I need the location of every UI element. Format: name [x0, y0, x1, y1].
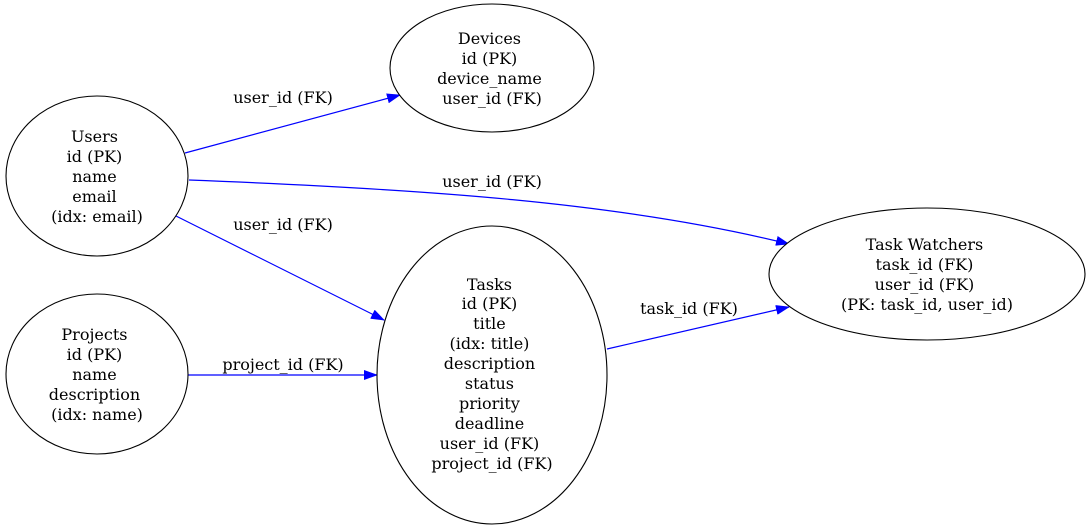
node-label: Task Watchers task_id (FK) user_id (FK) … [841, 235, 1013, 314]
edge-label: task_id (FK) [640, 299, 738, 318]
node-line: (PK: task_id, user_id) [841, 295, 1013, 314]
node-line: Projects [61, 325, 127, 344]
node-ellipse [376, 225, 608, 525]
edge-label: user_id (FK) [233, 88, 333, 107]
node-line: priority [459, 394, 520, 413]
edge-projects-tasks: project_id (FK) [188, 355, 378, 380]
edge-users-devices: user_id (FK) [184, 88, 401, 154]
edge-line [606, 305, 790, 350]
node-line: user_id (FK) [442, 89, 542, 108]
node-tasks: Tasks id (PK) title (idx: title) descrip… [376, 225, 608, 525]
node-line: user_id (FK) [440, 434, 540, 453]
edge-label: project_id (FK) [222, 355, 343, 374]
node-ellipse [768, 207, 1086, 341]
node-line: Tasks [467, 275, 512, 294]
edge-tasks-task-watchers: task_id (FK) [606, 299, 790, 350]
node-projects: Projects id (PK) name description (idx: … [5, 293, 189, 455]
node-line: user_id (FK) [875, 275, 975, 294]
node-line: email [72, 187, 116, 206]
node-ellipse [5, 95, 189, 257]
edge-label: user_id (FK) [442, 172, 542, 191]
node-users: Users id (PK) name email (idx: email) [5, 95, 189, 257]
node-line: description [444, 354, 535, 373]
node-line: id (PK) [67, 345, 123, 364]
node-devices: Devices id (PK) device_name user_id (FK) [389, 3, 595, 133]
edge-line [184, 93, 401, 154]
node-line: name [72, 365, 116, 384]
node-line: project_id (FK) [431, 454, 552, 473]
node-line: Task Watchers [866, 235, 984, 254]
edge-line [175, 215, 385, 321]
node-label: Tasks id (PK) title (idx: title) descrip… [431, 275, 552, 473]
node-task-watchers: Task Watchers task_id (FK) user_id (FK) … [768, 207, 1086, 341]
node-line: Users [71, 127, 118, 146]
node-line: description [49, 385, 140, 404]
node-line: (idx: email) [51, 207, 143, 226]
node-line: deadline [455, 414, 525, 433]
node-label: Users id (PK) name email (idx: email) [51, 127, 143, 226]
node-line: device_name [437, 69, 542, 88]
node-line: title [473, 314, 506, 333]
node-ellipse [389, 3, 595, 133]
node-line: task_id (FK) [876, 255, 974, 274]
node-line: id (PK) [462, 294, 518, 313]
node-line: name [72, 167, 116, 186]
node-ellipse [5, 293, 189, 455]
edge-users-task-watchers: user_id (FK) [188, 172, 790, 246]
node-line: status [465, 374, 514, 393]
edge-users-tasks: user_id (FK) [175, 215, 385, 321]
node-label: Projects id (PK) name description (idx: … [49, 325, 145, 424]
node-line: id (PK) [462, 49, 518, 68]
node-line: Devices [458, 29, 521, 48]
node-line: (idx: name) [51, 405, 143, 424]
node-label: Devices id (PK) device_name user_id (FK) [437, 29, 547, 108]
edge-line [188, 179, 790, 246]
node-line: id (PK) [67, 147, 123, 166]
node-line: (idx: title) [450, 334, 530, 353]
edge-label: user_id (FK) [233, 215, 333, 234]
